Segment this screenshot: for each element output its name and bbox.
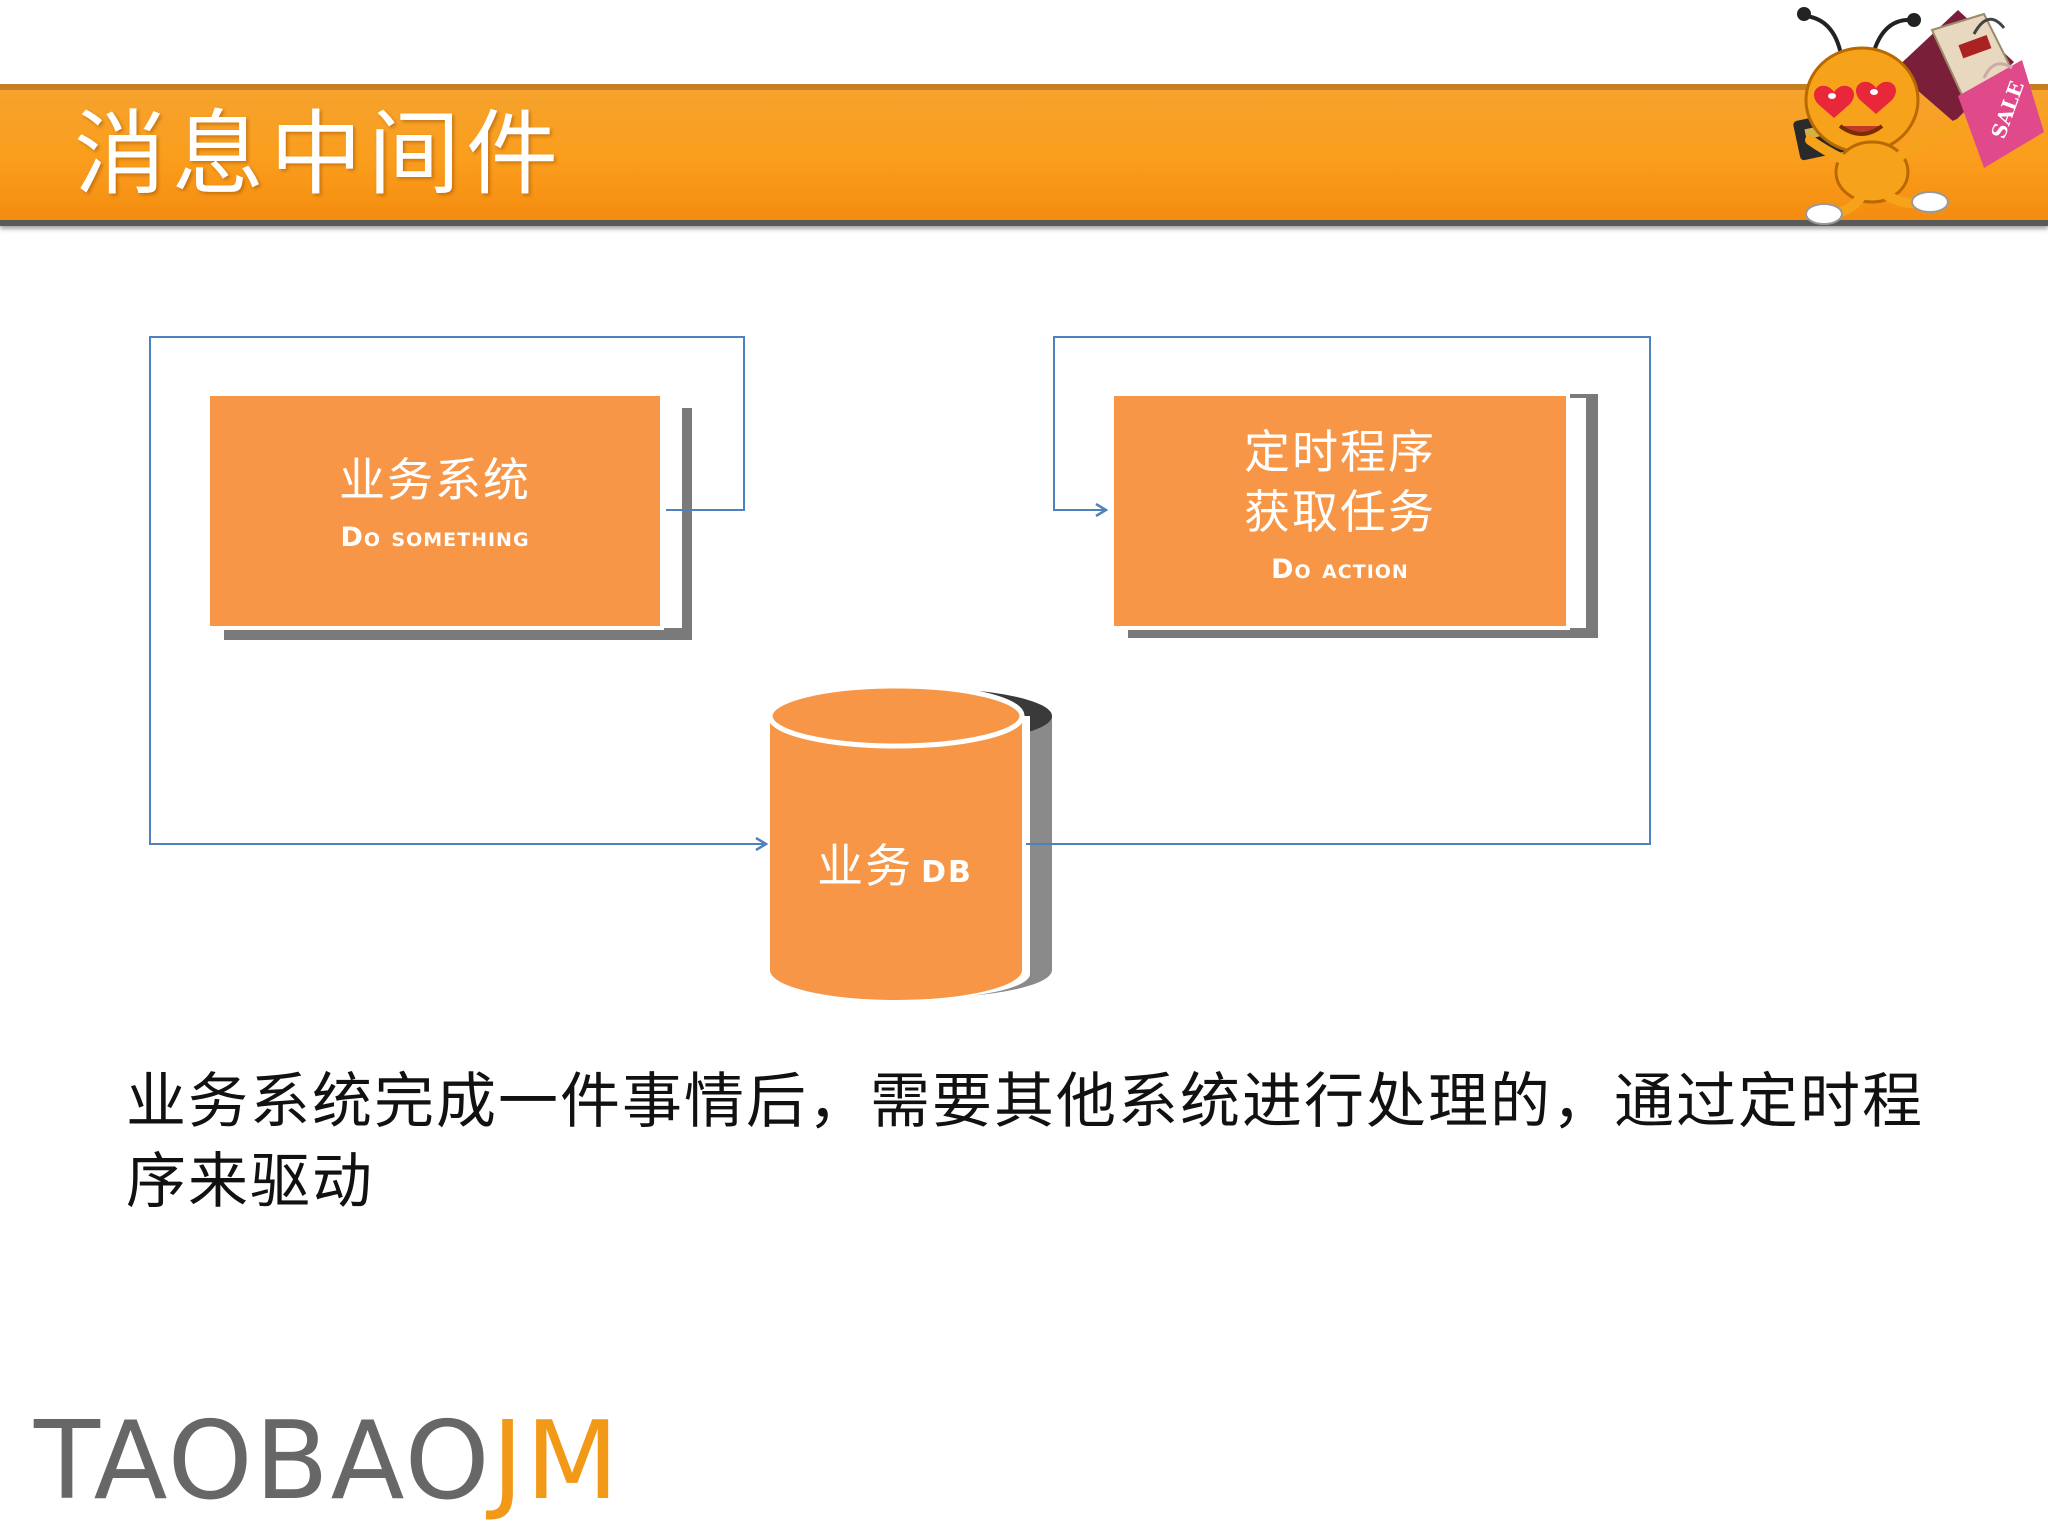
business-system-subtitle: Do something: [340, 522, 530, 553]
scheduler-box: [1110, 392, 1598, 638]
database-title: 业务: [817, 839, 914, 893]
caption-text: 业务系统完成一件事情后，需要其他系统进行处理的，通过定时程序来驱动: [126, 1067, 1924, 1217]
scheduler-box-face: [1110, 392, 1570, 630]
shopping-bags-icon: SALE: [1894, 10, 2044, 168]
logo-part-jm: JM: [491, 1399, 621, 1524]
page-title: 消息中间件: [74, 101, 565, 208]
scheduler-subtitle: Do action: [1271, 554, 1409, 585]
scheduler-title-line1: 定时程序: [1244, 425, 1436, 479]
business-system-title: 业务系统: [339, 453, 531, 507]
business-system-label: 业务系统 Do something: [208, 450, 662, 560]
connector-business-to-db: [149, 336, 766, 844]
business-system-box: [206, 392, 692, 640]
scheduler-label: 定时程序 获取任务 Do action: [1112, 422, 1568, 592]
connector-db-to-scheduler: [1026, 336, 1651, 845]
taobao-jm-logo: TAOBAOJM: [34, 1402, 621, 1522]
ant-mascot-icon: SALE: [1793, 7, 2044, 225]
logo-part-taobao: TAOBAO: [34, 1399, 492, 1524]
database-cylinder: [767, 683, 1052, 1000]
scheduler-title-line2: 获取任务: [1244, 485, 1436, 539]
database-body: [770, 716, 1022, 1000]
database-suffix: DB: [921, 855, 973, 890]
header-bar: [0, 84, 2048, 220]
business-system-box-face: [206, 392, 664, 630]
database-top: [767, 683, 1025, 749]
